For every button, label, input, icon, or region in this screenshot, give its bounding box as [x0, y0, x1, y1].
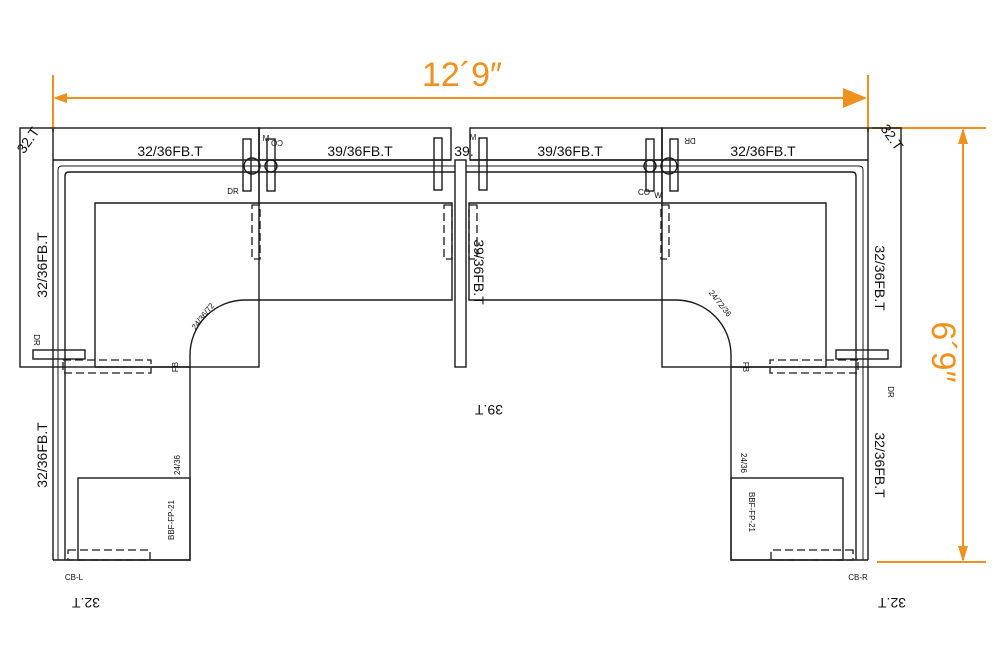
panel-top-right: 32/36FB.T [730, 143, 796, 159]
panel-top-center-right: 39/36FB.T [537, 143, 603, 159]
cb-right: CB-R [848, 573, 868, 582]
panel-bottom-left-end: 32.T [72, 595, 100, 611]
panel-side-left-lower: 32/36FB.T [34, 422, 50, 488]
panel-side-right-upper: 32/36FB.T [872, 245, 888, 311]
dr-label: DR [32, 334, 41, 346]
center-divider-panel [454, 159, 467, 368]
panel-top-left: 32/36FB.T [137, 143, 203, 159]
cb-left: CB-L [65, 573, 84, 582]
worksurface-left-return: 24/36 [173, 454, 182, 475]
panel-center-end: 39.T [475, 402, 503, 418]
panel-side-right-lower: 32/36FB.T [872, 432, 888, 498]
corner-right: 32.T [878, 121, 907, 153]
width-dimension [52, 75, 869, 132]
pedestal-left: BBF-FP-21 [167, 499, 176, 540]
worksurface-right-return: 24/36 [739, 453, 748, 474]
panel-center-divider: 39/36FB.T [471, 239, 487, 305]
panel-top-center-left: 39/36FB.T [327, 143, 393, 159]
fb-left: FB [171, 362, 180, 372]
left-workstation [19, 127, 455, 561]
worksurface-left-corner: 24/36/72 [190, 301, 217, 332]
dr-label: DR [886, 386, 895, 398]
width-label: 12´9″ [422, 56, 502, 94]
dr-label: DR [684, 136, 696, 145]
panel-side-left-upper: 32/36FB.T [34, 232, 50, 298]
pedestal-right: BBF-FP-21 [747, 492, 756, 533]
fb-right: FB [741, 362, 750, 372]
dr-label: DR [227, 187, 239, 196]
co-label: CO [638, 188, 650, 197]
panel-top-center-stub: 39. [454, 143, 473, 159]
m-label: M [470, 133, 477, 142]
w-label: W [654, 191, 662, 200]
m-label: M [263, 134, 270, 143]
panel-bottom-right-end: 32.T [878, 595, 906, 611]
co-label: CO [271, 138, 283, 147]
depth-label: 6´9″ [924, 321, 962, 382]
worksurface-right-corner: 24/72/36 [707, 288, 734, 319]
